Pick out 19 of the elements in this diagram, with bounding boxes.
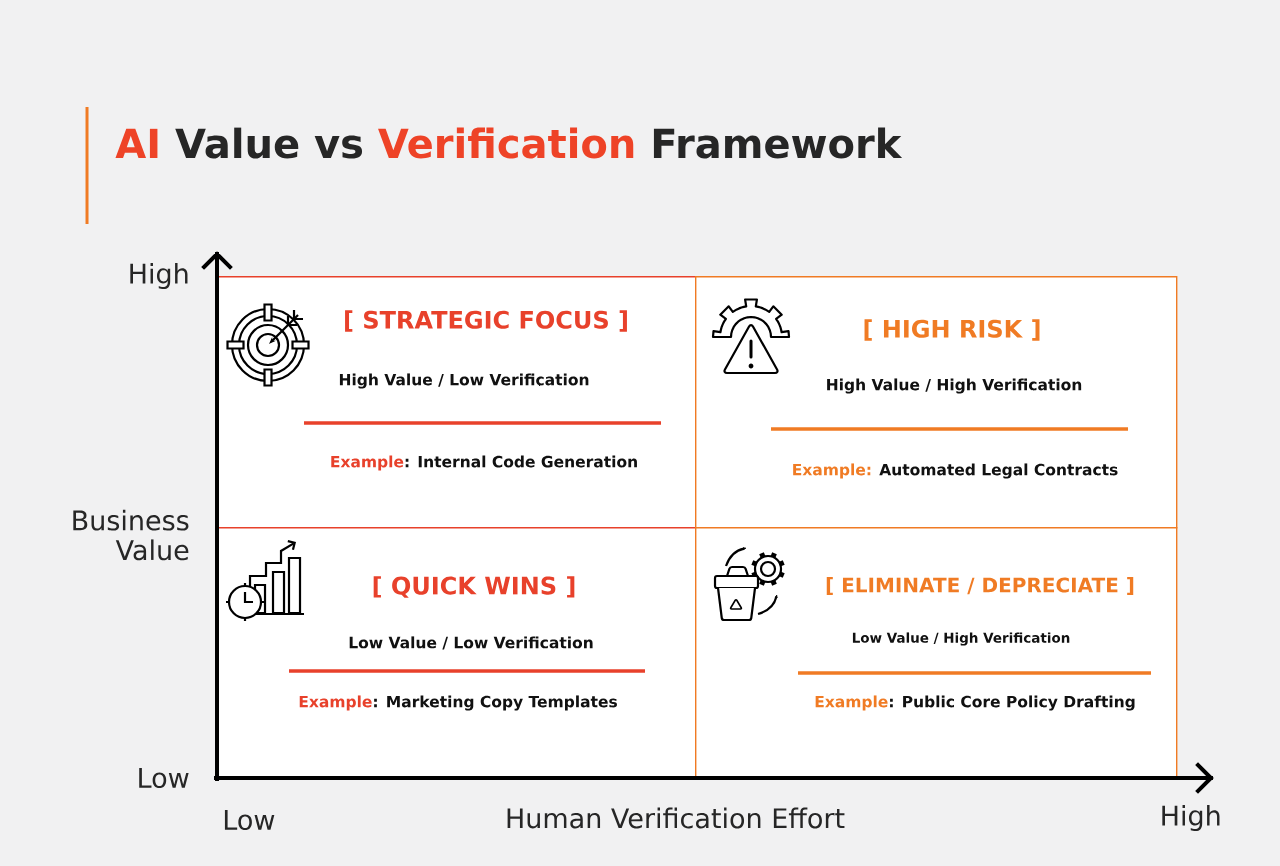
quadrant-subtitle: Low Value / High Verification bbox=[852, 632, 1070, 646]
title: AI Value vs Verification Framework bbox=[115, 127, 903, 159]
axis-label: Low bbox=[139, 767, 189, 788]
quadrant-heading: [ ELIMINATE / DEPRECIATE ] bbox=[826, 577, 1134, 595]
axis-label: Human Verification Effort bbox=[507, 807, 845, 829]
axis-label: Low bbox=[224, 809, 275, 830]
quadrant-subtitle: High Value / High Verification bbox=[827, 378, 1082, 394]
quadrant-subtitle: Low Value / Low Verification bbox=[349, 636, 593, 650]
quadrant-heading: [ QUICK WINS ] bbox=[373, 576, 575, 598]
axis-label: High bbox=[1162, 804, 1220, 832]
quadrant-heading: [ HIGH RISK ] bbox=[864, 319, 1040, 341]
example-text: Example: Marketing Copy Templates bbox=[299, 695, 617, 711]
example-text: Example: Internal Code Generation bbox=[331, 455, 637, 471]
quadrant-subtitle: High Value / Low Verification bbox=[339, 373, 589, 389]
example-text: Example: Public Core Policy Drafting bbox=[815, 695, 1135, 711]
quadrant-heading: [ STRATEGIC FOCUS ] bbox=[345, 310, 627, 332]
axis-label: Business Value bbox=[73, 509, 189, 561]
example-text: Example: Automated Legal Contracts bbox=[793, 463, 1118, 479]
axis-label: High bbox=[130, 262, 188, 290]
